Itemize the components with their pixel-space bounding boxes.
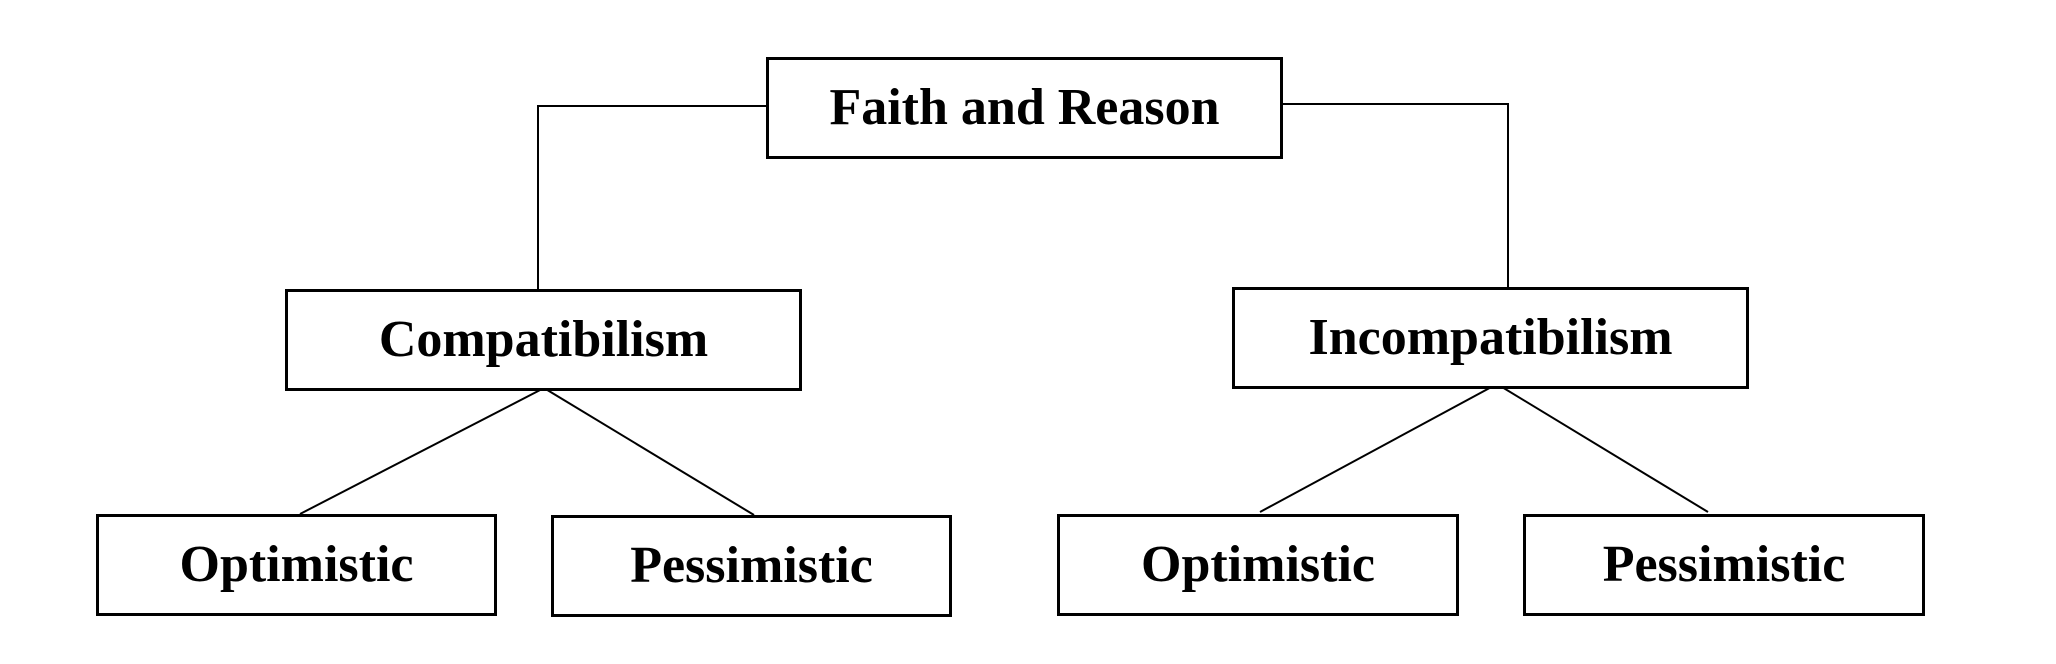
connector-compatibilism-pessimistic bbox=[543, 387, 755, 516]
node-label: Compatibilism bbox=[378, 311, 709, 368]
node-compatibilism-optimistic: Optimistic bbox=[96, 514, 497, 616]
node-incompatibilism-pessimistic: Pessimistic bbox=[1523, 514, 1925, 616]
node-incompatibilism: Incompatibilism bbox=[1232, 287, 1749, 389]
node-label: Faith and Reason bbox=[829, 79, 1220, 136]
node-label: Incompatibilism bbox=[1308, 309, 1673, 366]
node-faith-and-reason: Faith and Reason bbox=[766, 57, 1283, 159]
node-compatibilism: Compatibilism bbox=[285, 289, 802, 391]
connector-compatibilism-optimistic bbox=[299, 387, 545, 515]
node-compatibilism-pessimistic: Pessimistic bbox=[551, 515, 952, 617]
connector-incompatibilism-pessimistic bbox=[1496, 383, 1709, 513]
node-label: Pessimistic bbox=[1602, 536, 1846, 593]
connector-root-compatibilism bbox=[537, 105, 766, 289]
node-incompatibilism-optimistic: Optimistic bbox=[1057, 514, 1459, 616]
connector-root-incompatibilism bbox=[1283, 103, 1509, 287]
node-label: Pessimistic bbox=[630, 537, 873, 594]
node-label: Optimistic bbox=[179, 536, 414, 593]
node-label: Optimistic bbox=[1141, 536, 1375, 593]
connector-incompatibilism-optimistic bbox=[1259, 383, 1498, 513]
